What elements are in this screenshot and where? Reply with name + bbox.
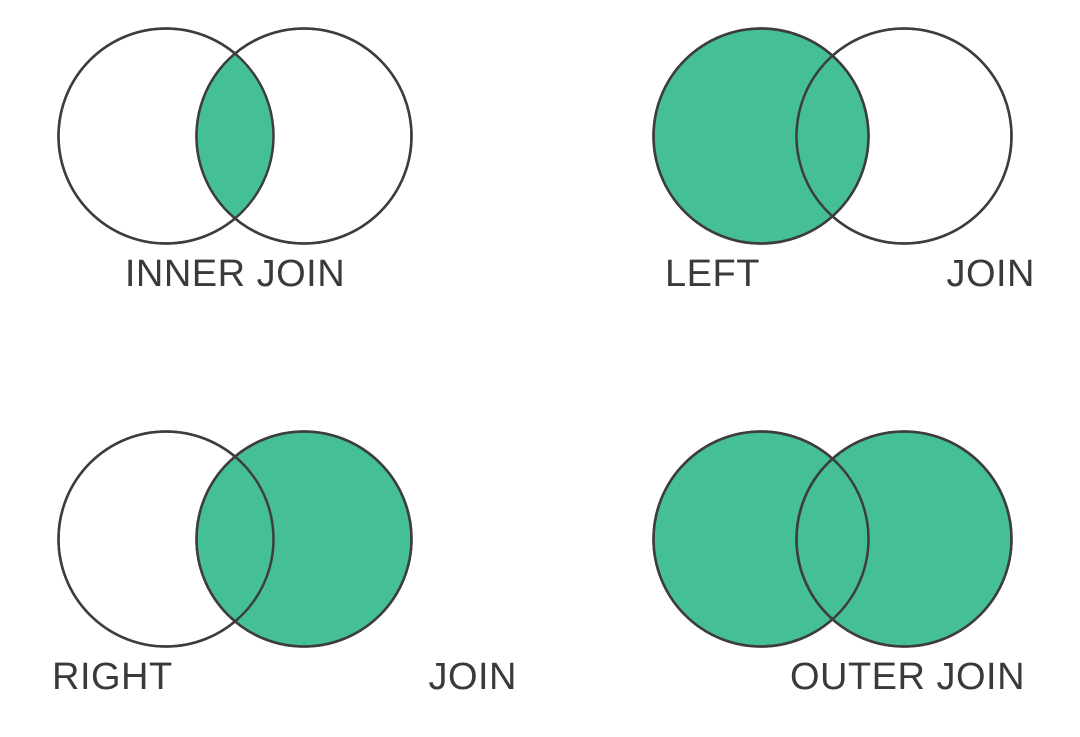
- venn-label-word-join: JOIN: [256, 253, 346, 295]
- venn-label-outer-join: OUTER JOIN: [780, 658, 1035, 696]
- venn-label-word-join: JOIN: [428, 656, 517, 698]
- venn-svg-inner-join: [57, 27, 413, 245]
- venn-outline-right: [195, 27, 413, 245]
- venn-svg-outer-join: [652, 430, 1013, 648]
- venn-cell-outer-join[interactable]: OUTER JOIN: [652, 430, 1025, 710]
- venn-label-inner-join: INNER JOIN: [57, 255, 413, 293]
- venn-label-word-join: JOIN: [946, 253, 1035, 295]
- venn-figure-left-join: [652, 27, 1013, 245]
- venn-label-word-primary: OUTER: [789, 656, 926, 698]
- venn-svg-left-join: [652, 27, 1013, 245]
- venn-outline-right: [795, 27, 1013, 245]
- venn-label-word-primary: RIGHT: [52, 656, 173, 698]
- venn-cell-right-join[interactable]: RIGHT JOIN: [52, 430, 517, 710]
- venn-cell-inner-join[interactable]: INNER JOIN: [57, 27, 413, 307]
- venn-figure-inner-join: [57, 27, 413, 245]
- venn-outline-right: [195, 430, 413, 648]
- venn-region-intersection: [196, 28, 274, 244]
- venn-outline-right: [795, 430, 1013, 648]
- venn-outline-left: [652, 430, 870, 648]
- venn-label-word-primary: INNER: [124, 253, 246, 295]
- venn-label-word-join: JOIN: [936, 656, 1026, 698]
- venn-label-word-primary: LEFT: [665, 253, 760, 295]
- venn-svg-right-join: [57, 430, 413, 648]
- venn-outline-left: [652, 27, 870, 245]
- venn-label-right-join: RIGHT JOIN: [52, 658, 517, 696]
- venn-outline-left: [57, 430, 275, 648]
- venn-figure-right-join: [57, 430, 413, 648]
- venn-cell-left-join[interactable]: LEFT JOIN: [652, 27, 1035, 307]
- venn-figure-outer-join: [652, 430, 1013, 648]
- venn-outline-left: [57, 27, 275, 245]
- venn-label-left-join: LEFT JOIN: [665, 255, 1035, 293]
